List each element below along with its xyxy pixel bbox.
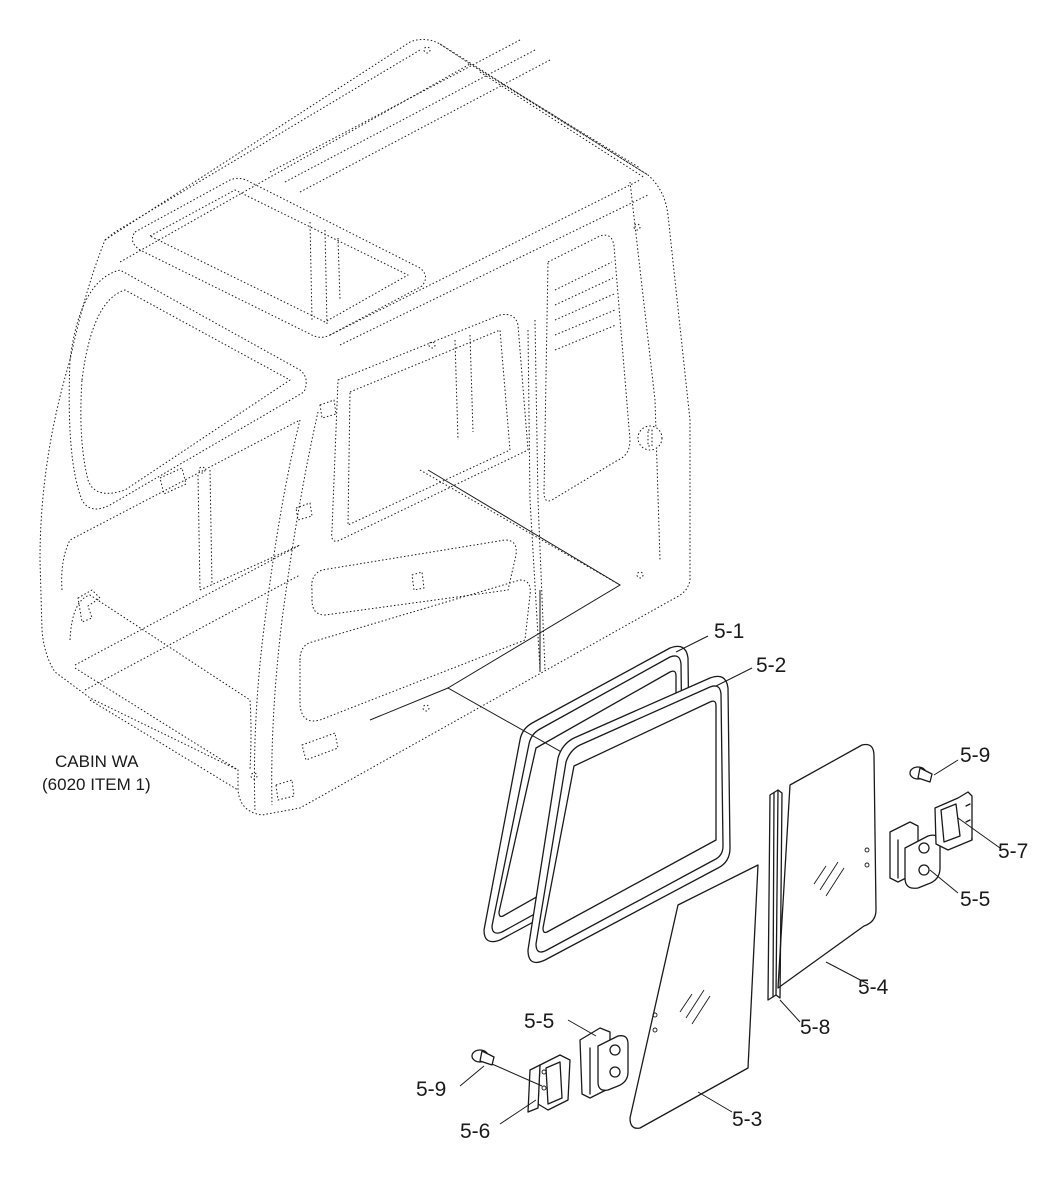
- seal-5-2: [527, 675, 731, 964]
- cabin-front-lower: [61, 419, 301, 771]
- cabin-side-window-slats: [554, 261, 617, 351]
- channel-5-8: [767, 789, 783, 1001]
- label-5-9-lower: 5-9: [416, 1078, 446, 1101]
- glass-5-4: [777, 743, 877, 989]
- cabin-right-panel: [329, 179, 661, 561]
- cabin-door-panel-upper: [311, 539, 517, 616]
- cabin-side-door-edge: [527, 319, 546, 671]
- label-5-9-upper: 5-9: [960, 744, 990, 767]
- callout-labels: 5-1 5-2 5-9 5-7 5-5 5-4 5-8 5-5 5-9 5-6 …: [416, 620, 1028, 1143]
- label-5-2: 5-2: [756, 654, 786, 677]
- cabin-door-handles: [301, 571, 425, 761]
- cabin-door-window-inner: [347, 329, 511, 526]
- cabin-front-frame: [68, 269, 307, 510]
- cabin-skylight-inner: [149, 189, 409, 323]
- label-5-5-upper: 5-5: [960, 888, 990, 911]
- label-5-4: 5-4: [858, 976, 889, 999]
- cabin-side-badge: [637, 425, 663, 451]
- glass-5-3: [629, 864, 759, 1129]
- holder-5-7: [934, 791, 973, 851]
- pin-5-9-lower: [471, 1049, 495, 1066]
- label-5-5-lower: 5-5: [524, 1010, 554, 1033]
- cabin-assembly: [39, 38, 691, 816]
- pin-5-9-upper: [909, 766, 933, 783]
- holder-5-6: [527, 1054, 571, 1113]
- cabin-door-window: [331, 314, 529, 542]
- cabin-floor: [74, 544, 301, 791]
- label-5-1: 5-1: [714, 620, 744, 643]
- cabin-outline: [39, 38, 691, 816]
- cabin-side-badge-inner: [647, 429, 653, 447]
- label-5-7: 5-7: [998, 840, 1028, 863]
- label-5-8: 5-8: [800, 1016, 830, 1039]
- cabin-door-panel-lower: [299, 579, 531, 722]
- cabin-front-window: [80, 289, 291, 494]
- cabin-caption: CABIN WA (6020 ITEM 1): [42, 752, 151, 794]
- label-5-3: 5-3: [732, 1108, 762, 1131]
- assembly-connector-lines: [369, 469, 621, 786]
- cabin-roof-lines: [269, 39, 646, 193]
- caption-line-1: CABIN WA: [55, 752, 139, 771]
- label-5-6: 5-6: [460, 1120, 490, 1143]
- caption-line-2: (6020 ITEM 1): [42, 775, 151, 794]
- cabin-front-mark: [77, 589, 101, 623]
- cabin-side-window: [543, 234, 631, 502]
- cabin-roof-ridge: [104, 43, 649, 263]
- callout-leaders: [459, 635, 1001, 1125]
- cabin-bolts: [198, 46, 644, 780]
- cabin-skylight: [131, 177, 426, 338]
- cabin-pillar-front: [197, 411, 319, 811]
- cabin-skylight-posts: [309, 221, 341, 326]
- cabin-door-window-posts: [419, 334, 621, 586]
- bracket-5-5-lower: [579, 1027, 629, 1099]
- bracket-5-5-upper: [889, 821, 941, 889]
